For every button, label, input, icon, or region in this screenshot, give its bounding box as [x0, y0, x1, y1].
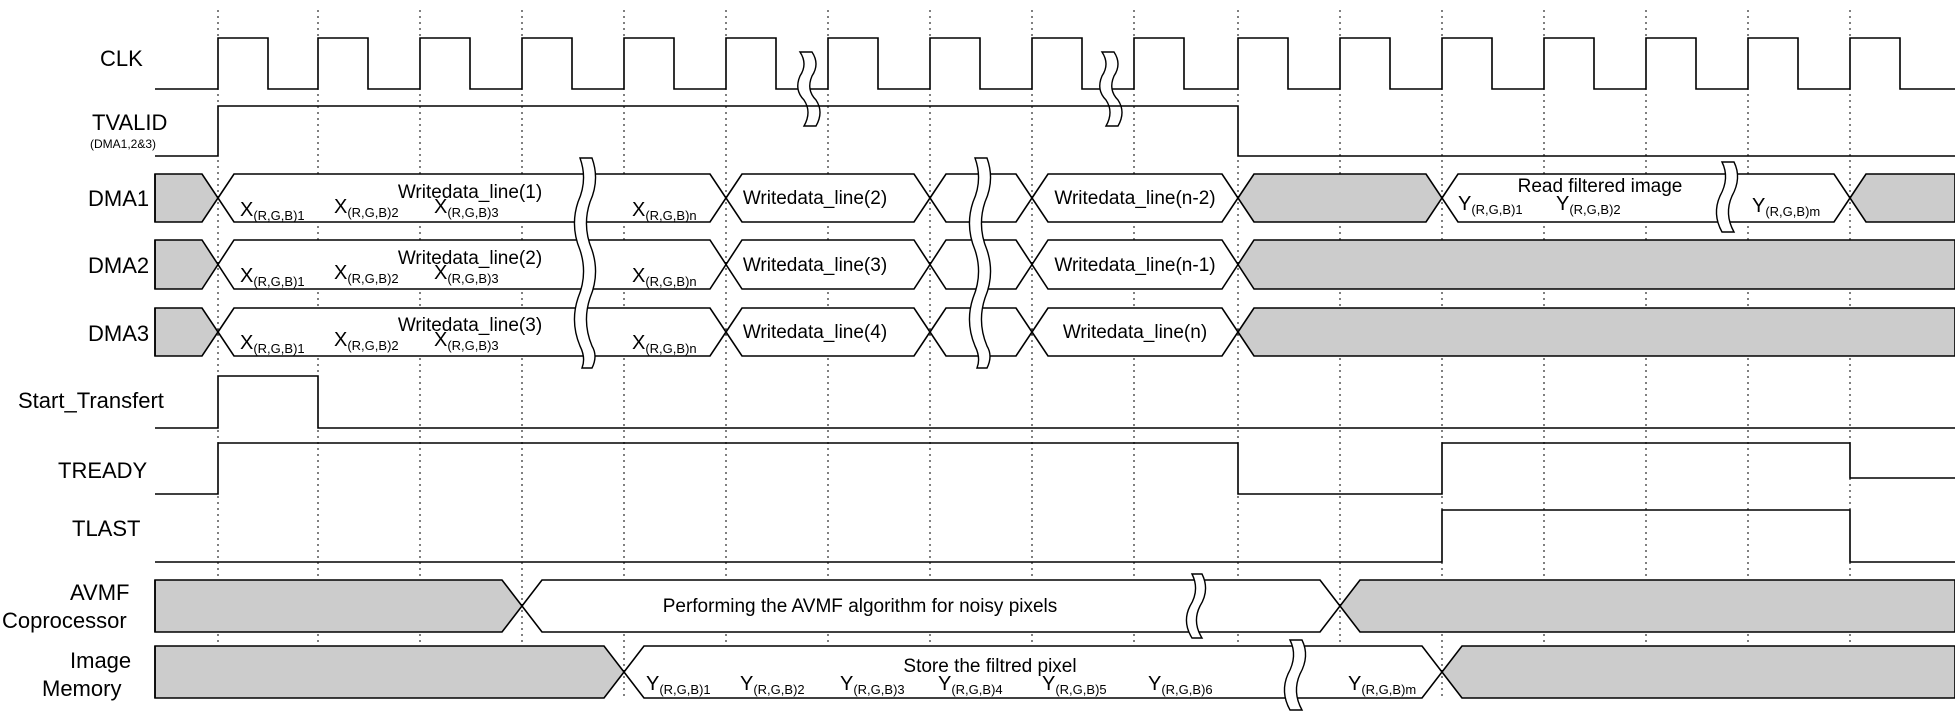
- dma1-x2: X(R,G,B)2: [334, 196, 399, 220]
- timing-gridlines: [217, 10, 1851, 700]
- label-tvalid-sub: (DMA1,2&3): [90, 137, 156, 151]
- label-dma2: DMA2: [88, 253, 149, 278]
- mem-y2: Y(R,G,B)2: [740, 673, 805, 697]
- mem-y1: Y(R,G,B)1: [646, 673, 711, 697]
- dma1-writedata-line-1: Writedata_line(1): [398, 182, 542, 203]
- dma1-y1: Y(R,G,B)1: [1458, 193, 1523, 217]
- bus-idle-segment: [1237, 239, 1955, 290]
- label-memory: Memory: [42, 676, 121, 701]
- dma1-samples: X(R,G,B)1 X(R,G,B)2 X(R,G,B)3 X(R,G,B)n …: [240, 193, 1820, 223]
- dma1-xn: X(R,G,B)n: [632, 199, 697, 223]
- avmf-break: [1185, 573, 1207, 639]
- dma2-writedata-line-3: Writedata_line(3): [743, 255, 887, 276]
- dma1-bus: [154, 173, 1955, 223]
- label-dma3: DMA3: [88, 321, 149, 346]
- mem-y3: Y(R,G,B)3: [840, 673, 905, 697]
- dma1-break-c: [1715, 161, 1739, 233]
- memory-text: Store the filtred pixel: [903, 656, 1076, 677]
- dma2-x3: X(R,G,B)3: [434, 262, 499, 286]
- mem-y5: Y(R,G,B)5: [1042, 673, 1107, 697]
- dma1-writedata-line-2: Writedata_line(2): [743, 188, 887, 209]
- dma2-xn: X(R,G,B)n: [632, 265, 697, 289]
- bus-idle-segment: [154, 307, 219, 357]
- dma-break-b: [968, 157, 992, 369]
- mem-ym: Y(R,G,B)m: [1348, 673, 1416, 697]
- dma3-x2: X(R,G,B)2: [334, 329, 399, 353]
- dma3-x3: X(R,G,B)3: [434, 329, 499, 353]
- label-avmf: AVMF: [70, 580, 129, 605]
- label-dma1: DMA1: [88, 186, 149, 211]
- dma3-bus: [154, 307, 1955, 357]
- dma1-x3: X(R,G,B)3: [434, 196, 499, 220]
- label-coprocessor: Coprocessor: [2, 608, 127, 633]
- dma3-writedata-line-n: Writedata_line(n): [1063, 322, 1207, 343]
- dma3-x1: X(R,G,B)1: [240, 332, 305, 356]
- dma3-samples: X(R,G,B)1 X(R,G,B)2 X(R,G,B)3 X(R,G,B)n: [240, 329, 697, 356]
- start-transfert-waveform: [155, 375, 1955, 429]
- bus-idle-segment: [1237, 307, 1955, 357]
- tlast-waveform: [155, 509, 1955, 563]
- bus-idle-segment: [1338, 579, 1955, 633]
- dma2-bus: [154, 239, 1955, 290]
- label-tvalid: TVALID: [92, 110, 167, 135]
- label-clk: CLK: [100, 46, 143, 71]
- avmf-text: Performing the AVMF algorithm for noisy …: [663, 596, 1058, 617]
- dma2-samples: X(R,G,B)1 X(R,G,B)2 X(R,G,B)3 X(R,G,B)n: [240, 262, 697, 289]
- tready-waveform: [155, 442, 1955, 495]
- dma1-writedata-line-n-2: Writedata_line(n-2): [1054, 188, 1215, 209]
- image-memory-bus: [154, 645, 1955, 699]
- dma1-x1: X(R,G,B)1: [240, 199, 305, 223]
- label-start-transfert: Start_Transfert: [18, 388, 164, 413]
- dma3-writedata-line-4: Writedata_line(4): [743, 322, 887, 343]
- bus-idle-segment: [1849, 173, 1955, 223]
- bus-idle-segment: [154, 239, 219, 290]
- clk-waveform: [155, 37, 1955, 90]
- dma2-writedata-line-n-1: Writedata_line(n-1): [1054, 255, 1215, 276]
- dma1-ym: Y(R,G,B)m: [1752, 195, 1820, 219]
- dma1-y2: Y(R,G,B)2: [1556, 193, 1621, 217]
- dma2-writedata-line-2: Writedata_line(2): [398, 248, 542, 269]
- dma2-x1: X(R,G,B)1: [240, 265, 305, 289]
- tvalid-waveform: [155, 105, 1955, 157]
- mem-y6: Y(R,G,B)6: [1148, 673, 1213, 697]
- bus-idle-segment: [1440, 645, 1955, 699]
- label-tlast: TLAST: [72, 516, 140, 541]
- avmf-coprocessor-bus: [154, 579, 1955, 633]
- memory-break: [1283, 639, 1307, 711]
- bus-idle-segment: [1237, 173, 1443, 223]
- bus-idle-segment: [154, 579, 524, 633]
- dma2-x2: X(R,G,B)2: [334, 262, 399, 286]
- bus-idle-segment: [154, 645, 626, 699]
- label-tready: TREADY: [58, 458, 148, 483]
- dma-break-a: [573, 157, 597, 369]
- mem-y4: Y(R,G,B)4: [938, 673, 1003, 697]
- clk-break-right: [1099, 51, 1123, 127]
- dma3-xn: X(R,G,B)n: [632, 332, 697, 356]
- dma1-read-filtered-image: Read filtered image: [1518, 176, 1683, 197]
- memory-samples: Y(R,G,B)1 Y(R,G,B)2 Y(R,G,B)3 Y(R,G,B)4 …: [646, 673, 1416, 697]
- bus-idle-segment: [154, 173, 219, 223]
- dma3-writedata-line-3: Writedata_line(3): [398, 315, 542, 336]
- clk-break-left: [797, 51, 821, 127]
- label-image: Image: [70, 648, 131, 673]
